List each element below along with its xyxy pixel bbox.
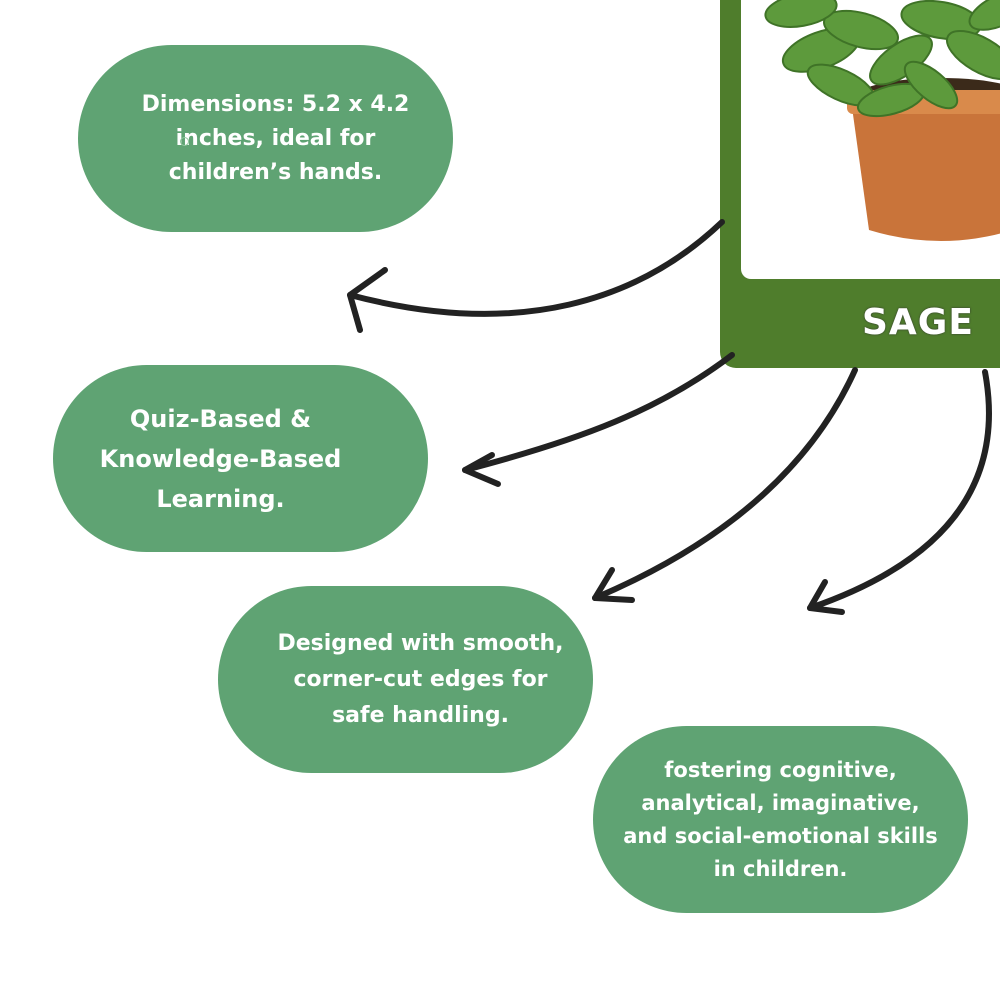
sage-plant-icon <box>764 0 1000 241</box>
flashcard-photo <box>741 0 1000 279</box>
feature-pill-quiz: Quiz-Based & Knowledge-Based Learning. <box>53 365 428 552</box>
arrow-icon <box>347 267 388 333</box>
arrow-icon <box>462 452 501 487</box>
feature-text: fostering cognitive, analytical, imagina… <box>623 757 938 881</box>
feature-text: Designed with smooth, corner-cut edges f… <box>277 630 564 728</box>
arrow-icon <box>592 367 858 601</box>
arrow-icon <box>347 219 725 317</box>
feature-text: Dimensions: 5.2 x 4.2 inches, ideal for … <box>141 91 410 185</box>
bullet-icon <box>180 137 189 146</box>
arrow-icon <box>592 567 635 603</box>
arrow-icon <box>807 369 992 611</box>
feature-pill-edges: Designed with smooth, corner-cut edges f… <box>218 586 593 773</box>
arrow-icon <box>462 352 735 473</box>
flashcard-label: SAGE <box>862 302 974 343</box>
arrow-icon <box>807 579 845 615</box>
feature-text: Quiz-Based & Knowledge-Based Learning. <box>99 404 342 513</box>
feature-pill-dimensions: Dimensions: 5.2 x 4.2 inches, ideal for … <box>78 45 453 232</box>
feature-pill-skills: fostering cognitive, analytical, imagina… <box>593 726 968 913</box>
